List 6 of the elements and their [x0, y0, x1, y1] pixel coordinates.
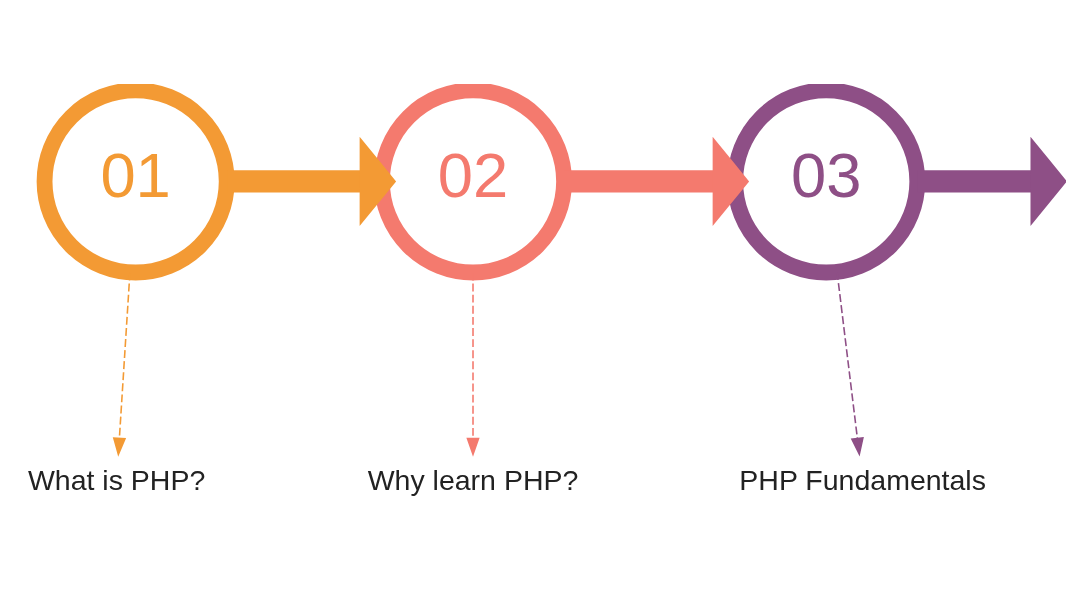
node-text: Why learn PHP? — [367, 464, 579, 497]
node-circle: 03 — [727, 84, 926, 281]
node-circle: 01 — [36, 84, 235, 281]
node-text: What is PHP? — [27, 464, 206, 497]
node-circle: 02 — [374, 84, 572, 281]
node-text: PHP Fundamentals — [739, 464, 986, 497]
